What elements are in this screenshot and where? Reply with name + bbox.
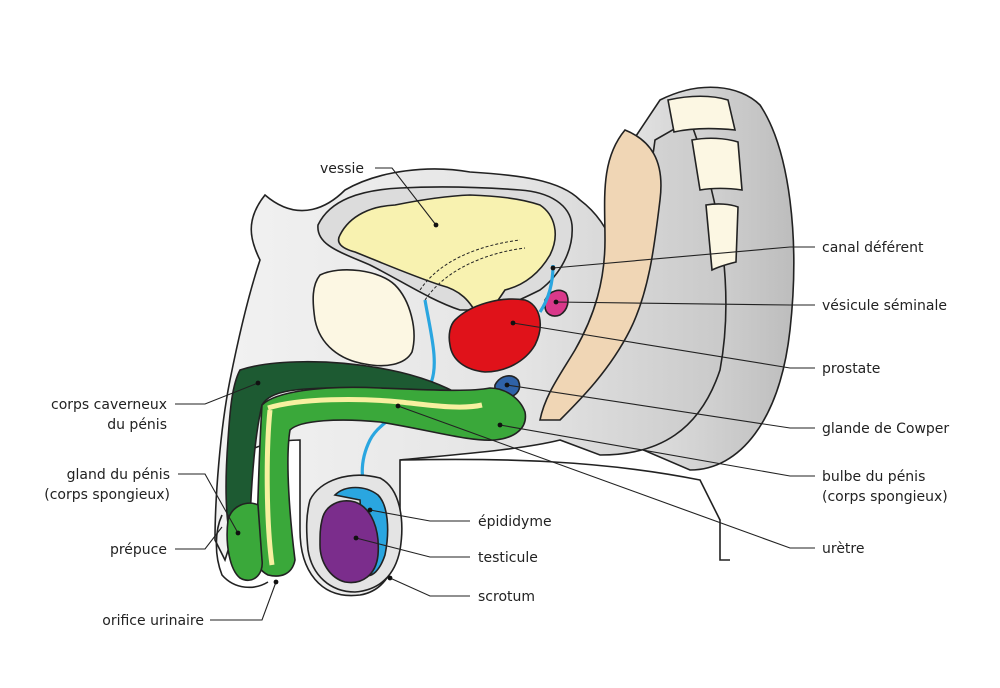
pubic-bone xyxy=(312,269,415,367)
labels: vessie canal déférent vésicule séminale … xyxy=(44,161,949,629)
label-bulbe-2: (corps spongieux) xyxy=(822,489,948,505)
label-bulbe-1: bulbe du pénis xyxy=(822,469,925,485)
leader-lines xyxy=(175,167,815,621)
bladder xyxy=(337,194,556,322)
label-prostate: prostate xyxy=(822,361,880,377)
glans xyxy=(226,502,263,582)
leg-contour xyxy=(399,458,730,561)
testicle xyxy=(319,500,380,584)
urethra xyxy=(264,397,483,566)
ureter-dashed xyxy=(419,239,526,301)
label-gland-2: (corps spongieux) xyxy=(44,487,170,503)
label-testicule: testicule xyxy=(478,550,538,566)
prostate xyxy=(448,298,541,373)
label-gland-1: gland du pénis xyxy=(67,467,170,483)
label-vesicule-seminale: vésicule séminale xyxy=(822,298,947,314)
vertebra-3 xyxy=(705,203,739,272)
corpus-cavernosum xyxy=(225,360,463,547)
label-orifice-urinaire: orifice urinaire xyxy=(102,613,204,629)
label-corps-caverneux-1: corps caverneux xyxy=(51,397,167,413)
label-epididyme: épididyme xyxy=(478,514,552,530)
rectum xyxy=(539,129,662,421)
vertebra-2 xyxy=(691,137,743,191)
label-vessie: vessie xyxy=(320,161,364,177)
vertebra-1 xyxy=(667,95,737,133)
label-prepuce: prépuce xyxy=(110,542,167,558)
label-glande-cowper: glande de Cowper xyxy=(822,421,949,437)
label-uretre: urètre xyxy=(822,541,865,557)
label-canal-deferent: canal déférent xyxy=(822,240,924,256)
label-corps-caverneux-2: du pénis xyxy=(107,417,167,433)
label-scrotum: scrotum xyxy=(478,589,535,605)
prepuce xyxy=(215,514,269,589)
